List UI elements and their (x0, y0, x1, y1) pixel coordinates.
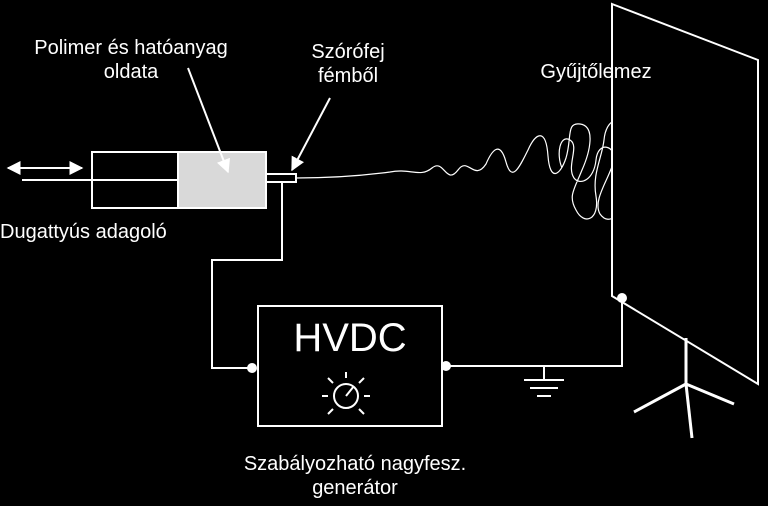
hvdc-label: HVDC (293, 316, 407, 360)
label-nozzle-line2: fémből (317, 65, 379, 87)
stand-leg-front (684, 383, 694, 439)
label-nozzle-line1: Szórófej (311, 41, 385, 63)
label-generator-line1: Szabályozható nagyfesz. (243, 453, 467, 475)
label-generator: Szabályozható nagyfesz. generátor (190, 452, 520, 500)
polymer-solution (177, 151, 267, 209)
terminal-left (247, 363, 257, 373)
metal-nozzle (265, 173, 297, 183)
stand-leg-right (685, 382, 735, 406)
collector-plate (611, 2, 759, 386)
solution-leader-arrow (187, 67, 231, 174)
adjustment-knob-icon (322, 372, 370, 415)
label-syringe-pump: Dugattyús adagoló (0, 221, 167, 243)
label-collector: Gyűjtőlemez (540, 61, 652, 83)
wire-generator-to-collector (446, 298, 623, 367)
label-nozzle: Szórófej fémből (288, 40, 408, 88)
label-polymer-solution-line2: oldata (103, 61, 159, 83)
terminal-collector (617, 293, 627, 303)
wire-nozzle-to-generator (211, 182, 283, 369)
nozzle-leader-arrow (291, 97, 331, 172)
terminal-right (441, 361, 451, 371)
stand-leg-left (633, 382, 687, 414)
label-polymer-solution-line1: Polimer és hatóanyag (34, 37, 228, 59)
label-generator-line2: generátor (312, 477, 398, 499)
label-polymer-solution: Polimer és hatóanyag oldata (0, 36, 262, 84)
ground-symbol (524, 366, 564, 397)
